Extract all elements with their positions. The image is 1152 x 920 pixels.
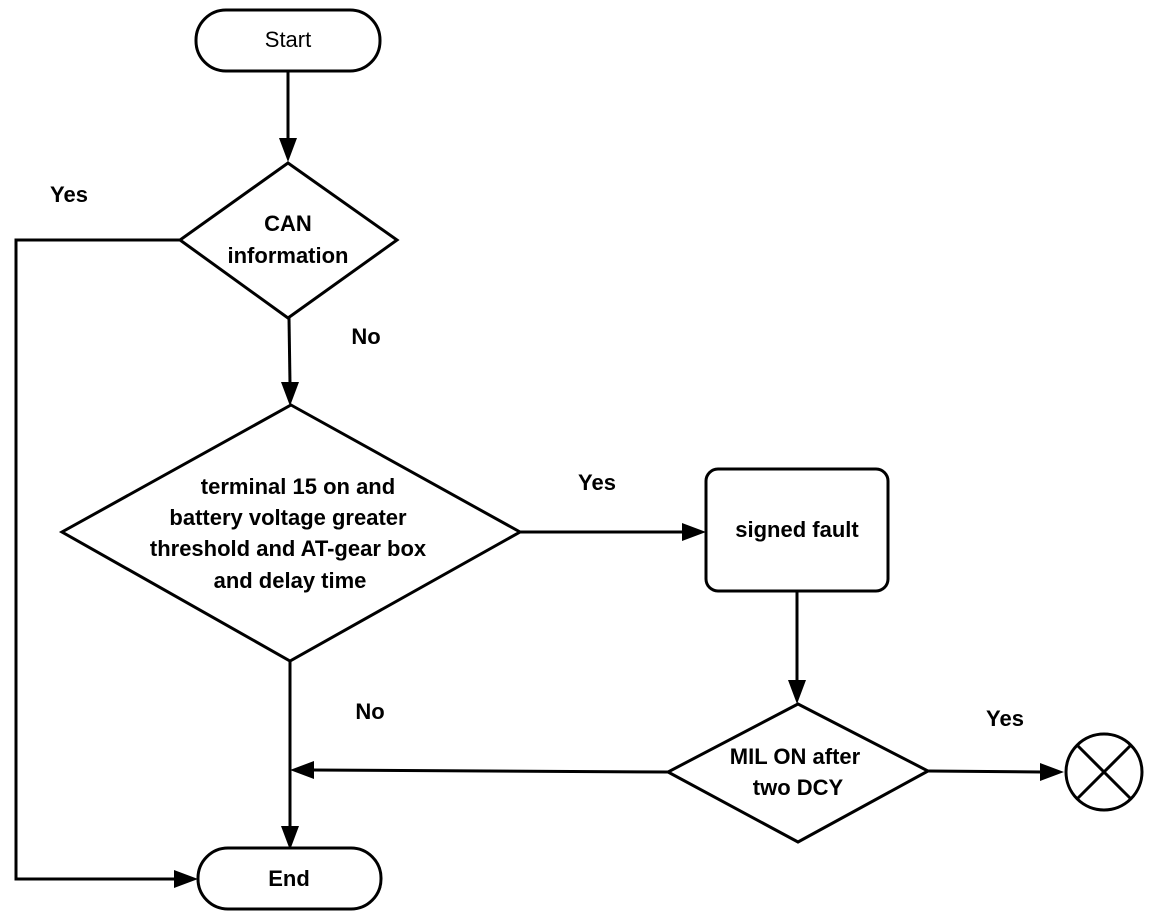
edge-can-yes-to-end xyxy=(14,238,180,881)
start-node: Start xyxy=(194,8,382,73)
circle-x-icon xyxy=(1064,732,1144,812)
arrowhead-condition-to-end xyxy=(281,826,299,850)
edge-mil-to-merge xyxy=(311,768,669,774)
signed-fault-label: signed fault xyxy=(735,517,859,542)
edge-can-to-condition xyxy=(287,317,292,385)
arrowhead-mil-to-terminator xyxy=(1040,763,1064,781)
edge-label-condition-yes: Yes xyxy=(578,470,616,495)
edge-label-mil-yes: Yes xyxy=(986,706,1024,731)
edge-mil-to-terminator xyxy=(927,769,1043,774)
mil-decision-line-1: MIL ON after xyxy=(730,744,861,769)
arrowhead-can-yes-to-end xyxy=(174,870,198,888)
signed-fault-process: signed fault xyxy=(704,467,890,593)
can-decision-line-1: CAN xyxy=(264,211,312,236)
edge-label-can-no: No xyxy=(351,324,380,349)
arrowhead-condition-to-fault xyxy=(682,523,706,541)
mil-on-decision: MIL ON after two DCY xyxy=(664,702,932,844)
condition-line-1: terminal 15 on and xyxy=(201,474,395,499)
condition-line-2: battery voltage greater xyxy=(169,505,407,530)
arrowhead-mil-to-merge xyxy=(290,761,314,779)
start-label: Start xyxy=(265,27,311,52)
condition-line-4: and delay time xyxy=(214,568,367,593)
terminal-condition-decision: terminal 15 on and battery voltage great… xyxy=(58,403,524,663)
condition-line-3: threshold and AT-gear box xyxy=(150,536,427,561)
edge-label-can-yes: Yes xyxy=(50,182,88,207)
can-decision-line-2: information xyxy=(228,243,349,268)
end-node: End xyxy=(196,846,383,911)
arrowhead-fault-to-mil xyxy=(788,680,806,704)
mil-decision-line-2: two DCY xyxy=(753,775,844,800)
can-information-decision: CAN information xyxy=(177,161,400,320)
edge-label-condition-no: No xyxy=(355,699,384,724)
arrowhead-can-to-condition xyxy=(281,382,299,406)
arrowhead-start-to-can xyxy=(279,138,297,162)
end-label: End xyxy=(268,866,310,891)
